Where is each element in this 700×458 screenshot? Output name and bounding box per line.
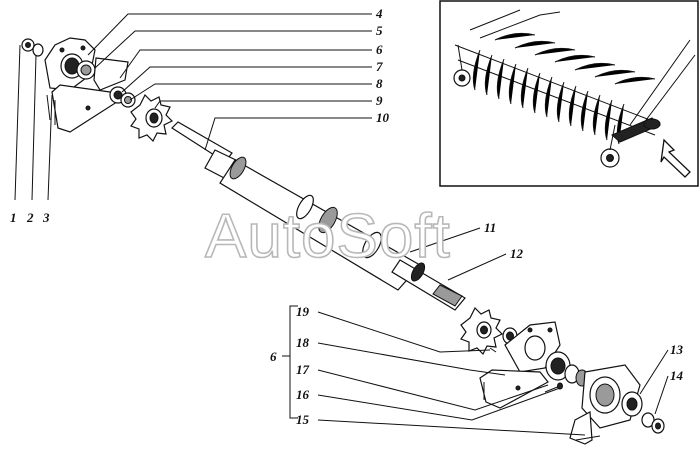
main-shaft [171, 121, 466, 311]
callout-14: 14 [670, 368, 684, 383]
left-sprocket [130, 93, 174, 143]
callout-3: 3 [42, 210, 50, 225]
callout-13: 13 [670, 342, 684, 357]
callout-17: 17 [296, 362, 310, 377]
callout-9: 9 [376, 93, 383, 108]
callout-10: 10 [376, 110, 390, 125]
inset-wheel-left [453, 44, 471, 87]
callout-5: 5 [376, 23, 383, 38]
callout-labels: 1 2 3 4 5 6 7 8 9 10 11 12 13 14 15 16 1… [10, 6, 684, 427]
callout-8: 8 [376, 76, 383, 91]
callout-19: 19 [296, 304, 310, 319]
callout-11: 11 [484, 220, 496, 235]
inset-overview [439, 0, 699, 187]
watermark: AutoSoft [205, 202, 451, 271]
rake-teeth [472, 32, 656, 145]
right-sprocket [460, 306, 504, 356]
callout-4: 4 [375, 6, 383, 21]
callout-2: 2 [26, 210, 34, 225]
callout-12: 12 [510, 246, 524, 261]
left-bearing-stack [76, 57, 136, 108]
right-bracket-assembly [479, 321, 589, 409]
inset-wheel-right [600, 124, 620, 168]
inset-pointer-arrow [660, 138, 691, 178]
callout-15: 15 [296, 412, 310, 427]
group-label-6: 6 [270, 349, 277, 364]
callout-18: 18 [296, 335, 310, 350]
callout-7: 7 [376, 59, 383, 74]
callout-6: 6 [376, 42, 383, 57]
callout-16: 16 [296, 387, 310, 402]
leader-lines [14, 13, 669, 436]
callout-1: 1 [10, 210, 17, 225]
end-plate-assembly [569, 364, 665, 445]
